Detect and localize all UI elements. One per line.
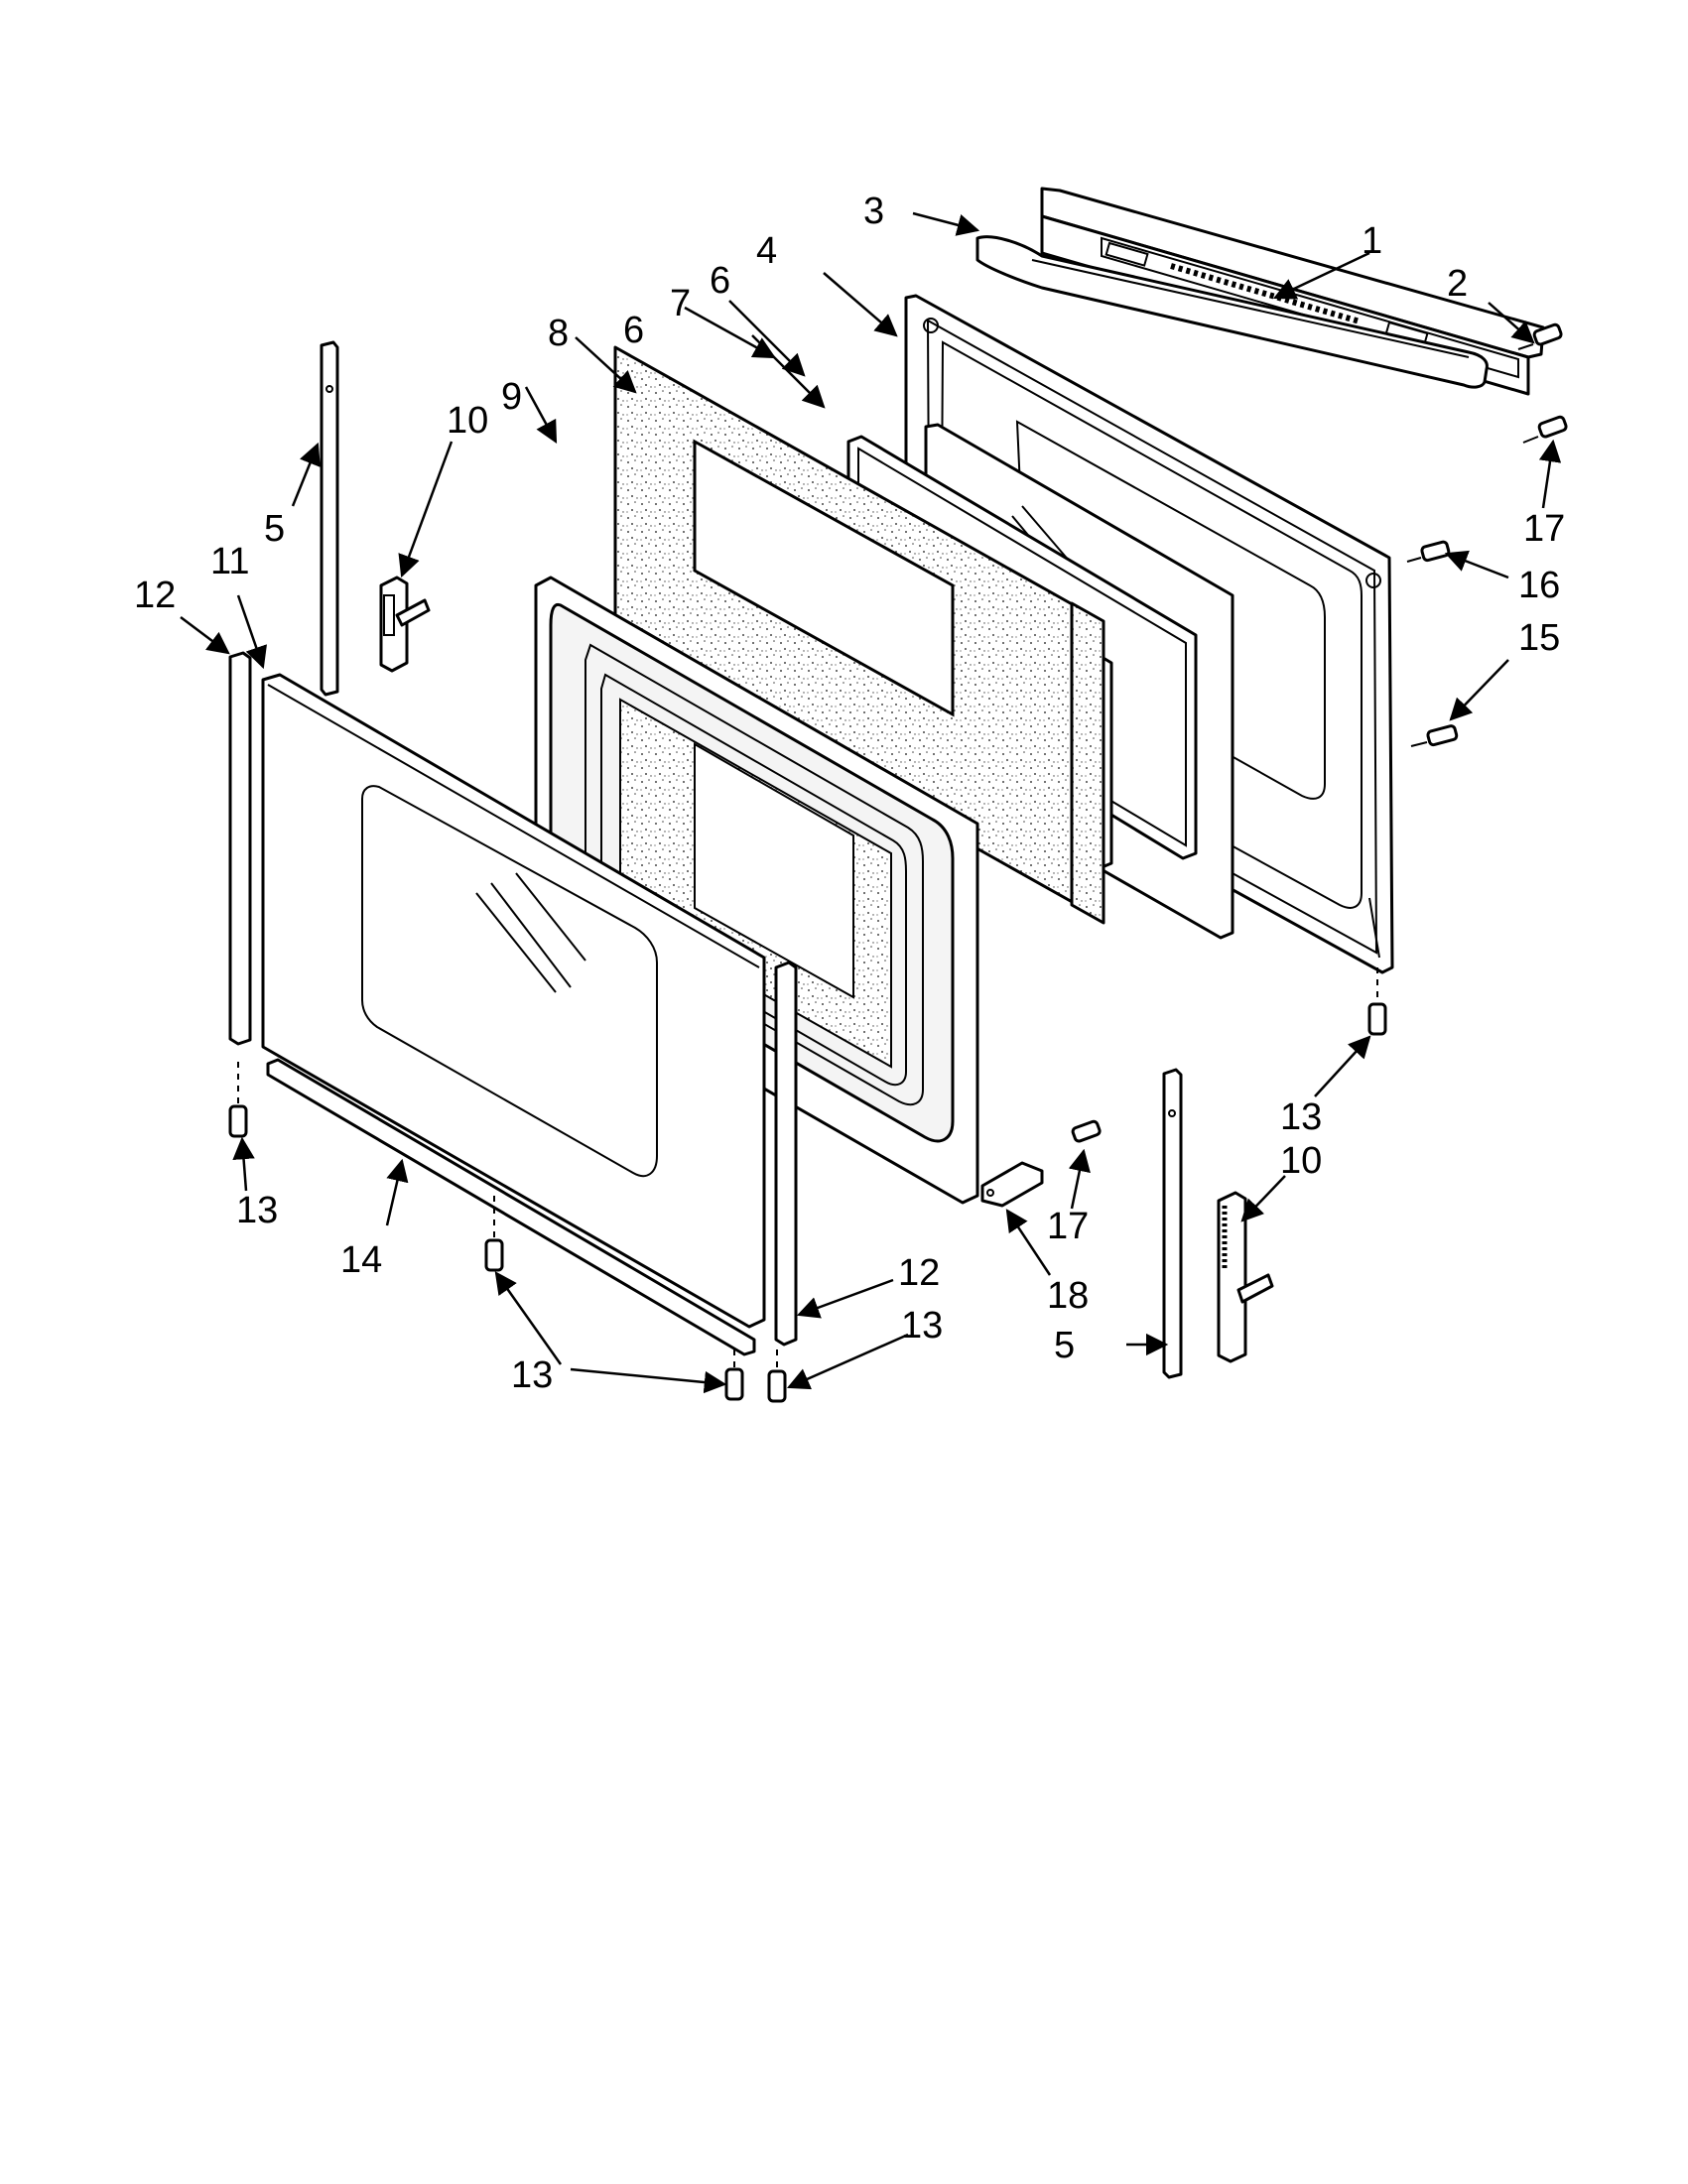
screw-17-top [1522,415,1568,444]
leader-6b [751,334,826,409]
leader-13a [232,1136,255,1192]
callout-12-left: 12 [134,575,176,616]
callout-10-upper: 10 [447,400,488,442]
callout-6-rear: 6 [710,260,730,302]
callout-15: 15 [1518,617,1560,659]
screw-13-bottom-b [767,1349,787,1403]
leader-13d [786,1333,909,1390]
outer-door-panel-part [261,673,766,1329]
callout-6-front: 6 [623,310,644,351]
callout-12-right: 12 [898,1252,940,1294]
leader-4 [823,272,898,337]
callout-11: 11 [210,541,249,582]
bracket-18 [980,1161,1044,1208]
screw-13-bottom-a [724,1349,744,1401]
door-handle-part [975,235,1489,389]
side-trim-12-right [774,961,798,1347]
callout-18: 18 [1047,1275,1089,1317]
leader-3 [912,211,980,236]
callout-5-upper: 5 [264,508,285,550]
callout-8: 8 [548,313,569,354]
callout-10-lower: 10 [1280,1140,1322,1182]
screw-17-lower [1071,1119,1102,1143]
leader-10b [1240,1175,1286,1222]
leader-14 [385,1158,409,1226]
leader-11 [236,594,267,670]
leader-9 [524,386,558,444]
screw-16 [1406,540,1451,563]
callout-4: 4 [756,230,777,272]
leader-13c [570,1367,727,1394]
callout-7: 7 [670,283,691,324]
leader-17a [1538,439,1562,509]
leader-5a [291,442,321,507]
callout-3: 3 [863,191,884,232]
bottom-trim-part [266,1058,756,1356]
screw-2 [1517,322,1563,350]
hinge-receiver-5-lower [1162,1068,1183,1379]
leader-17b [1068,1148,1091,1210]
leader-7 [684,306,776,359]
screw-13-center [484,1196,504,1272]
screw-13-right [1367,967,1387,1036]
leader-8 [575,336,637,394]
callout-labels: 1 2 3 4 5 5 6 6 7 8 9 10 10 11 12 12 13 … [134,191,1565,1396]
leader-13b [494,1271,563,1365]
insulation-part [613,345,1105,925]
door-liner-part [534,576,979,1205]
callout-9: 9 [501,376,522,418]
callout-13-bottom: 13 [901,1305,943,1347]
callout-16: 16 [1518,565,1560,606]
callout-13-right: 13 [1280,1096,1322,1138]
leader-2 [1488,302,1535,344]
leader-1 [1272,251,1370,300]
callout-13-left: 13 [236,1190,278,1231]
leader-18 [1005,1209,1052,1276]
leader-15 [1449,659,1509,721]
leader-13e [1314,1035,1371,1097]
callout-17-lower: 17 [1047,1206,1089,1247]
screw-13-left [228,1062,248,1138]
leader-16 [1444,550,1509,579]
side-trim-12-left [228,651,252,1046]
leader-12a [180,616,230,655]
callout-1: 1 [1362,220,1382,262]
callout-13-center: 13 [511,1354,553,1396]
leader-12b [796,1278,894,1319]
hinge-10-upper [379,576,431,673]
callout-2: 2 [1447,263,1468,305]
leader-10a [398,441,454,578]
callout-17-upper: 17 [1523,508,1565,550]
callout-5-lower: 5 [1054,1325,1075,1366]
callout-14: 14 [340,1239,382,1281]
hinge-10-lower [1217,1191,1274,1363]
leader-arrows [180,211,1562,1394]
hinge-receiver-5-upper [320,340,339,697]
screw-15 [1410,724,1459,747]
